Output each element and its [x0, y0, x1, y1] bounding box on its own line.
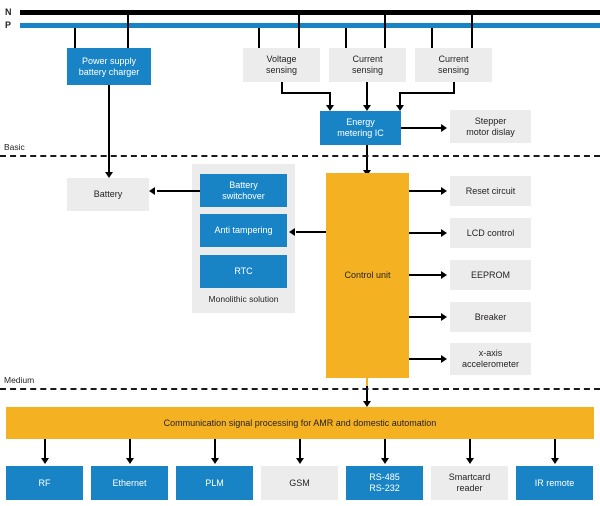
- line-comm-to-rs485: [384, 439, 386, 461]
- line-switchover-to-battery: [157, 190, 200, 192]
- block-lcd-control[interactable]: LCD control: [450, 218, 531, 248]
- divider-label-medium: Medium: [4, 375, 35, 385]
- block-battery[interactable]: Battery: [67, 178, 149, 211]
- divider-medium: [0, 388, 600, 390]
- block-smartcard-reader[interactable]: Smartcard reader: [431, 466, 508, 500]
- arrowhead-comm-to-rf: [41, 458, 49, 464]
- block-rf[interactable]: RF: [6, 466, 83, 500]
- line-control-unit-to-comm-bar: [366, 386, 368, 404]
- group-label-monolithic-solution: Monolithic solution: [208, 294, 279, 304]
- arrowhead-comm-to-ir-remote: [551, 458, 559, 464]
- line-voltage-sensing-down: [281, 82, 283, 94]
- arrowhead-comm-to-smartcard: [466, 458, 474, 464]
- arrowhead-control-unit-to-comm-bar: [363, 401, 371, 407]
- line-comm-to-rf: [44, 439, 46, 461]
- line-current-sensing-1-down: [366, 82, 368, 106]
- block-current-sensing-2[interactable]: Current sensing: [415, 48, 492, 82]
- line-comm-to-gsm: [299, 439, 301, 461]
- arrowhead-comm-to-ethernet: [126, 458, 134, 464]
- arrowhead-to-accelerometer: [441, 355, 447, 363]
- line-current-sensing-2-across: [399, 92, 455, 94]
- drop-p-to-power-supply: [74, 28, 76, 48]
- block-control-unit[interactable]: Control unit: [326, 173, 409, 378]
- arrowhead-comm-to-rs485: [381, 458, 389, 464]
- line-voltage-sensing-into-ic: [329, 92, 331, 106]
- drop-p-to-current-sensing-1: [345, 28, 347, 48]
- arrowhead-ic-to-stepper: [441, 124, 447, 132]
- drop-p-to-current-sensing-2: [431, 28, 433, 48]
- line-control-unit-to-breaker: [409, 316, 443, 318]
- line-voltage-sensing-across: [281, 92, 330, 94]
- line-comm-to-smartcard: [469, 439, 471, 461]
- line-control-unit-to-monolithic: [296, 231, 326, 233]
- line-control-unit-down-orange: [366, 378, 368, 392]
- line-current-sensing-2-down: [453, 82, 455, 94]
- block-current-sensing-1[interactable]: Current sensing: [329, 48, 406, 82]
- block-energy-metering-ic[interactable]: Energy metering IC: [320, 111, 401, 145]
- line-comm-to-plm: [214, 439, 216, 461]
- block-communication-signal-processing[interactable]: Communication signal processing for AMR …: [6, 407, 594, 439]
- rail-label-n: N: [5, 7, 12, 17]
- block-voltage-sensing[interactable]: Voltage sensing: [243, 48, 320, 82]
- arrowhead-switchover-to-battery: [149, 187, 155, 195]
- drop-n-to-current-sensing-1: [384, 15, 386, 48]
- divider-label-basic: Basic: [4, 142, 25, 152]
- block-eeprom[interactable]: EEPROM: [450, 260, 531, 290]
- line-control-unit-to-accelerometer: [409, 358, 443, 360]
- drop-n-to-voltage-sensing: [298, 15, 300, 48]
- block-breaker[interactable]: Breaker: [450, 302, 531, 332]
- block-plm[interactable]: PLM: [176, 466, 253, 500]
- rail-label-p: P: [5, 20, 12, 30]
- block-ethernet[interactable]: Ethernet: [91, 466, 168, 500]
- block-battery-switchover[interactable]: Battery switchover: [200, 174, 287, 207]
- block-x-axis-accelerometer[interactable]: x-axis accelerometer: [450, 343, 531, 375]
- arrowhead-comm-to-plm: [211, 458, 219, 464]
- rail-neutral: [20, 10, 600, 15]
- line-ic-to-stepper: [401, 127, 443, 129]
- block-anti-tampering[interactable]: Anti tampering: [200, 214, 287, 247]
- line-current-2-into-ic: [399, 92, 401, 106]
- arrowhead-current-1-to-ic: [363, 105, 371, 111]
- block-power-supply-battery-charger[interactable]: Power supply battery charger: [67, 48, 151, 85]
- arrowhead-voltage-to-ic: [326, 105, 334, 111]
- drop-p-to-voltage-sensing: [258, 28, 260, 48]
- block-gsm[interactable]: GSM: [261, 466, 338, 500]
- line-control-unit-to-reset-circuit: [409, 190, 443, 192]
- drop-n-to-power-supply: [127, 15, 129, 48]
- block-rs485-rs232[interactable]: RS-485 RS-232: [346, 466, 423, 500]
- line-ic-to-control-unit: [366, 145, 368, 173]
- arrowhead-control-unit-to-monolithic: [289, 228, 295, 236]
- arrowhead-current-2-to-ic: [396, 105, 404, 111]
- block-stepper-motor-display[interactable]: Stepper motor dislay: [450, 110, 531, 143]
- arrowhead-to-breaker: [441, 313, 447, 321]
- arrowhead-comm-to-gsm: [296, 458, 304, 464]
- arrowhead-power-supply-to-battery: [105, 172, 113, 178]
- line-power-supply-to-battery: [108, 85, 110, 173]
- block-ir-remote[interactable]: IR remote: [516, 466, 593, 500]
- arrowhead-to-eeprom: [441, 271, 447, 279]
- line-comm-to-ethernet: [129, 439, 131, 461]
- drop-n-to-current-sensing-2: [471, 15, 473, 48]
- line-control-unit-to-eeprom: [409, 274, 443, 276]
- divider-basic: [0, 155, 600, 157]
- block-rtc[interactable]: RTC: [200, 255, 287, 288]
- arrowhead-to-reset-circuit: [441, 187, 447, 195]
- block-reset-circuit[interactable]: Reset circuit: [450, 176, 531, 206]
- arrowhead-to-lcd-control: [441, 229, 447, 237]
- line-comm-to-ir-remote: [554, 439, 556, 461]
- rail-phase: [20, 23, 600, 28]
- line-control-unit-to-lcd-control: [409, 232, 443, 234]
